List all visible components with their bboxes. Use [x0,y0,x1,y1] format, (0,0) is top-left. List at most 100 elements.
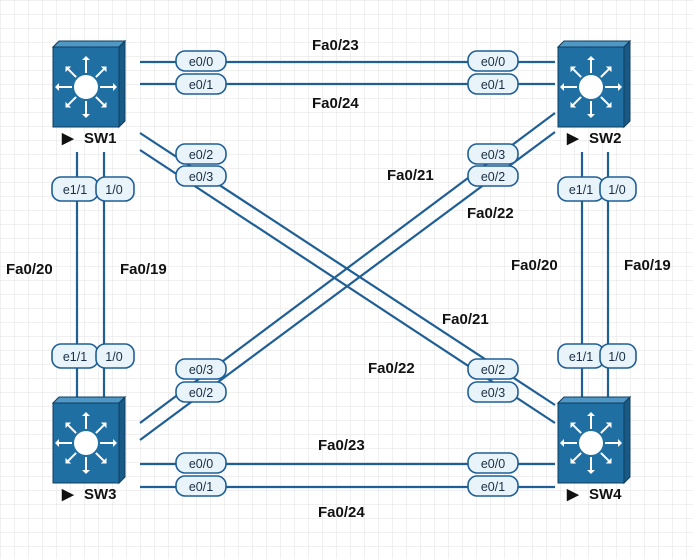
arrow-head [82,470,90,474]
svg-text:e0/3: e0/3 [481,386,505,400]
port-badge[interactable]: e0/1 [175,73,227,95]
arrow-head [82,56,90,60]
port-badge[interactable]: e0/2 [467,165,519,187]
port-badge[interactable]: e0/0 [467,452,519,474]
arrow-shaft [600,452,610,462]
svg-text:e1/1: e1/1 [63,183,87,197]
arrow-head [618,439,622,447]
device-label-sw1: ▶ SW1 [61,130,117,147]
arrow-shaft [600,96,610,106]
port-badge[interactable]: e0/2 [175,381,227,403]
port-badge[interactable]: e0/3 [175,165,227,187]
svg-text:e0/2: e0/2 [189,386,213,400]
link-label: Fa0/20 [511,257,558,274]
svg-text:e0/0: e0/0 [481,457,505,471]
arrow-head [618,83,622,91]
arrow-shaft [95,68,105,78]
arrow-shaft [95,452,105,462]
arrow-head [587,114,595,118]
svg-text:e0/3: e0/3 [189,170,213,184]
arrow-head [100,422,107,429]
device-marker-icon: ▶ [566,486,580,503]
arrow-head [82,114,90,118]
port-badge[interactable]: e0/0 [175,452,227,474]
arrow-head [560,83,564,91]
port-badge[interactable]: e0/2 [175,143,227,165]
device-label-sw2: ▶ SW2 [566,130,622,147]
link-label: Fa0/21 [387,167,434,184]
arrow-shaft [572,68,582,78]
arrow-head [65,66,72,73]
svg-text:1/0: 1/0 [105,350,122,364]
svg-text:e0/2: e0/2 [481,170,505,184]
link-label: Fa0/20 [6,261,53,278]
arrow-shaft [67,424,77,434]
device-marker-icon: ▶ [61,130,75,147]
svg-text:e0/1: e0/1 [189,78,213,92]
switch-sw1[interactable] [51,39,127,129]
svg-text:e0/2: e0/2 [189,148,213,162]
device-marker-icon: ▶ [566,130,580,147]
arrow-shaft [67,68,77,78]
svg-text:e0/3: e0/3 [481,148,505,162]
arrow-shaft [600,68,610,78]
device-name: SW1 [84,130,117,147]
port-badge[interactable]: e0/3 [467,381,519,403]
device-name: SW3 [84,486,117,503]
port-badge[interactable]: 1/0 [599,343,637,369]
arrow-head [55,83,59,91]
device-name: SW2 [589,130,622,147]
svg-text:e0/1: e0/1 [481,480,505,494]
svg-text:e0/0: e0/0 [189,457,213,471]
svg-text:e0/2: e0/2 [481,363,505,377]
switch-sw2[interactable] [556,39,632,129]
svg-text:e0/0: e0/0 [481,55,505,69]
arrow-head [560,439,564,447]
port-badge[interactable]: e0/2 [467,358,519,380]
link-labels: Fa0/23 Fa0/24 Fa0/23 Fa0/24 Fa0/20 Fa0/1… [6,37,671,521]
svg-text:e0/3: e0/3 [189,363,213,377]
port-badge[interactable]: e0/0 [467,50,519,72]
device-name: SW4 [589,486,622,503]
arrow-shaft [572,96,582,106]
port-badge[interactable]: e0/0 [175,50,227,72]
arrow-head [100,457,107,464]
svg-text:e0/1: e0/1 [481,78,505,92]
port-badge[interactable]: 1/0 [95,343,135,369]
port-badge[interactable]: e0/3 [467,143,519,165]
switch-icon [556,395,632,485]
link-label: Fa0/22 [368,360,415,377]
port-badge[interactable]: 1/0 [95,176,135,202]
port-badge[interactable]: e1/1 [557,343,605,369]
port-badge[interactable]: e1/1 [51,176,99,202]
port-badge[interactable]: e0/1 [467,475,519,497]
port-badge[interactable]: 1/0 [599,176,637,202]
arrow-head [100,101,107,108]
svg-text:1/0: 1/0 [105,183,122,197]
arrow-shaft [95,424,105,434]
switch-sw3[interactable] [51,395,127,485]
svg-text:e0/0: e0/0 [189,55,213,69]
arrow-head [587,412,595,416]
switch-icon [51,39,127,129]
arrow-shaft [600,424,610,434]
arrow-shaft [67,452,77,462]
arrow-head [113,83,117,91]
svg-text:e1/1: e1/1 [569,350,593,364]
arrow-head [113,439,117,447]
device-marker-icon: ▶ [61,486,75,503]
link-label: Fa0/19 [624,257,671,274]
arrow-shaft [572,452,582,462]
link-label: Fa0/21 [442,311,489,328]
switch-sw4[interactable] [556,395,632,485]
device-label-sw4: ▶ SW4 [566,486,622,503]
port-badges: e0/0 e0/1 e0/2 e0/3 e1/1 1/0 e0/0 e0/1 e… [51,50,637,497]
port-badge[interactable]: e1/1 [51,343,99,369]
port-badge[interactable]: e0/3 [175,358,227,380]
port-badge[interactable]: e0/1 [467,73,519,95]
port-badge[interactable]: e1/1 [557,176,605,202]
port-badge[interactable]: e0/1 [175,475,227,497]
link-label: Fa0/23 [312,37,359,54]
arrow-head [82,412,90,416]
